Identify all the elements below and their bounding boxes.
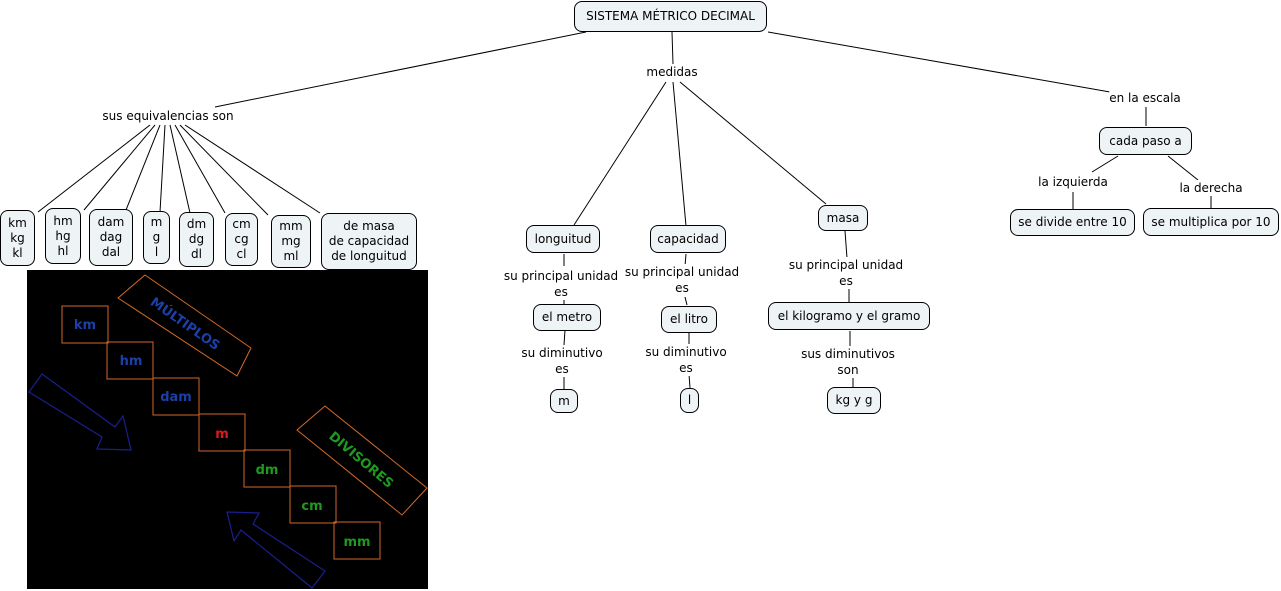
link-label-masa-principal: su principal unidad es [788,257,904,289]
equivalence-node-dam[interactable]: dam dag dal [89,209,133,266]
step-box-m [198,413,246,452]
concept-cada-paso[interactable]: cada paso a [1099,127,1192,155]
equivalence-node-types[interactable]: de masa de capacidad de longuitud [321,213,417,270]
step-label-cm: cm [301,499,322,514]
concept-kg-y-g[interactable]: kg y g [827,387,881,414]
divisors-frame [296,405,428,516]
link-label-medidas: medidas [646,64,698,80]
step-box-hm [106,341,154,380]
equivalence-node-hm[interactable]: hm hg hl [45,208,81,264]
step-box-dam [152,377,200,416]
concept-el-metro[interactable]: el metro [533,304,601,331]
arrow-down-right-icon [28,373,132,451]
step-box-dm [243,449,291,488]
step-label-hm: hm [120,354,143,369]
link-label-escala: en la escala [1109,90,1181,106]
link-label-masa-diminutivos: sus diminutivos son [801,346,895,378]
equivalence-node-mm[interactable]: mm mg ml [271,215,311,268]
step-label-dam: dam [160,390,192,405]
root-concept-title[interactable]: SISTEMA MÉTRICO DECIMAL [574,1,767,32]
equivalence-node-cm[interactable]: cm cg cl [225,213,258,266]
link-label-equivalencias: sus equivalencias son [102,108,234,124]
link-label-longitud-principal: su principal unidad es [503,268,619,300]
multiples-frame [117,274,252,377]
concept-se-divide[interactable]: se divide entre 10 [1010,209,1135,236]
link-label-longitud-diminutivo: su diminutivo es [521,345,603,377]
metric-scale-image: km hm dam m dm cm mm MÚLTIPLOS DIVISORES [27,270,428,589]
step-box-cm [289,485,337,524]
concept-capacidad[interactable]: capacidad [650,225,726,253]
concept-kilogramo-gramo[interactable]: el kilogramo y el gramo [768,302,930,330]
link-label-derecha: la derecha [1179,180,1243,196]
divisors-label: DIVISORES [326,429,396,491]
step-box-km [61,305,109,344]
equivalence-node-dm[interactable]: dm dg dl [179,212,214,267]
concept-l[interactable]: l [680,388,699,413]
equivalence-node-m[interactable]: m g l [143,211,170,264]
link-label-izquierda: la izquierda [1038,174,1108,190]
concept-se-multiplica[interactable]: se multiplica por 10 [1143,208,1279,236]
link-label-capacidad-diminutivo: su diminutivo es [645,344,727,376]
step-label-m: m [215,427,229,442]
step-box-mm [333,521,381,560]
step-label-km: km [74,318,96,333]
concept-longitud[interactable]: longuitud [526,225,600,253]
concept-masa[interactable]: masa [818,205,868,231]
concept-el-litro[interactable]: el litro [661,306,717,333]
step-label-dm: dm [256,463,279,478]
concept-m[interactable]: m [550,389,578,413]
link-label-capacidad-principal: su principal unidad es [624,264,740,296]
step-label-mm: mm [343,535,370,550]
equivalence-node-km[interactable]: km kg kl [0,210,35,266]
arrow-up-left-icon [226,511,326,589]
